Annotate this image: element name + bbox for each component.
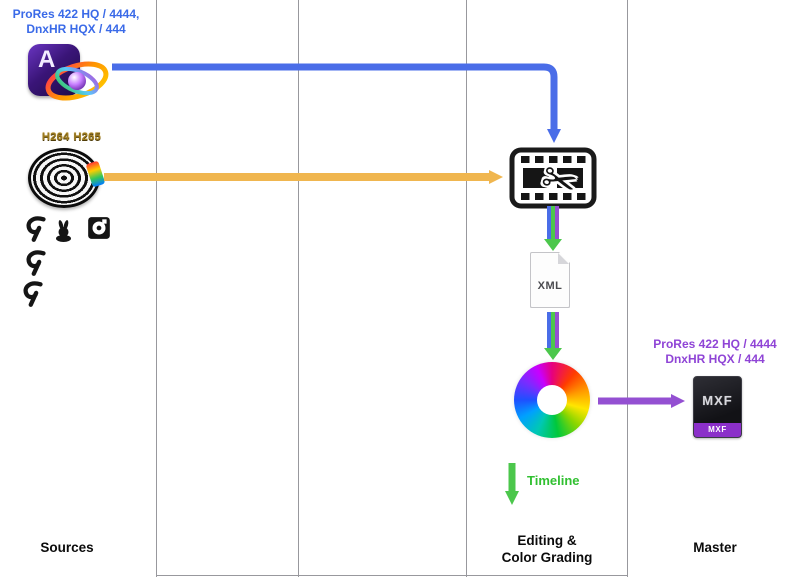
page-fold-icon [558, 253, 569, 264]
column-label-editing-line1: Editing & [517, 533, 577, 548]
grid-bottom-line [156, 575, 628, 576]
motion-rings-icon [45, 61, 109, 101]
codec-glyph-icon-1 [26, 216, 46, 242]
mxf-badge: MXF [694, 423, 741, 437]
master-format-line1: ProRes 422 HQ / 4444 [653, 337, 777, 351]
hard-disk-icon [88, 217, 110, 239]
rabbit-icon [56, 220, 71, 242]
codec-glyph-icon-2 [26, 250, 46, 276]
grid-line-2 [298, 0, 299, 577]
codec-glyph-icon-3 [23, 281, 43, 307]
motion-app-icon: A [26, 42, 112, 101]
film-sprockets [521, 156, 586, 200]
mxf-file-icon: MXF MXF [693, 376, 742, 438]
column-label-editing: Editing & Color Grading [466, 532, 628, 566]
master-format-line2: DnxHR HQX / 444 [665, 352, 765, 366]
codec-h264-label: H264 [42, 131, 70, 143]
pipeline-arrow-xml-to-wheel [544, 312, 562, 360]
vortex-rings [28, 148, 100, 208]
grid-line-4 [627, 0, 628, 577]
codec-h265-label: H265 [73, 131, 101, 143]
pipeline-arrow-film-to-xml [544, 206, 562, 251]
color-wheel-hub [537, 385, 567, 415]
blue-source-arrow [112, 63, 561, 143]
grid-line-3 [466, 0, 467, 577]
mxf-title: MXF [702, 393, 733, 408]
codec-badges: H264 H265 [42, 131, 101, 143]
timeline-label: Timeline [527, 473, 580, 488]
xml-file-icon: XML [530, 252, 570, 308]
source-format-label: ProRes 422 HQ / 4444, DnxHR HQX / 444 [2, 7, 150, 37]
compressor-app-icon [28, 146, 106, 208]
grid-line-1 [156, 0, 157, 577]
master-format-label: ProRes 422 HQ / 4444 DnxHR HQX / 444 [637, 337, 785, 367]
color-wheel-icon [514, 362, 590, 438]
xml-label: XML [537, 280, 563, 292]
motion-letter: A [38, 46, 56, 73]
column-label-sources: Sources [40, 540, 94, 555]
column-label-editing-line2: Color Grading [501, 550, 593, 565]
source-format-line1: ProRes 422 HQ / 4444, [12, 7, 140, 21]
column-label-master: Master [693, 540, 737, 555]
source-format-line2: DnxHR HQX / 444 [26, 22, 126, 36]
